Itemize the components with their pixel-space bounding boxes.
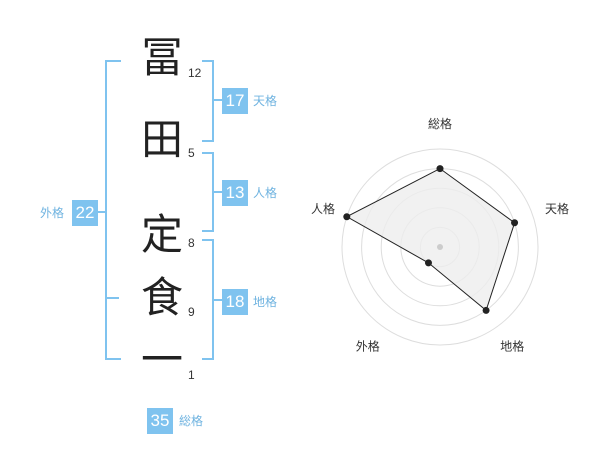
- jinkaku-connector: [212, 191, 222, 193]
- name-char-5: 一: [140, 335, 183, 384]
- radar-point-3: [482, 306, 490, 314]
- radar-axis-label-1: 総格: [428, 116, 452, 131]
- soukaku-label: 総格: [179, 414, 204, 428]
- radar-point-5: [343, 213, 351, 221]
- stroke-count-3: 8: [188, 236, 195, 250]
- jinkaku-value: 13: [222, 180, 248, 206]
- tenkaku-connector: [212, 99, 222, 101]
- stroke-count-5: 1: [188, 368, 195, 382]
- gaikaku-value: 22: [72, 200, 98, 226]
- name-char-4: 食: [140, 273, 183, 322]
- radar-point-1: [436, 165, 444, 173]
- radar-polygon: [345, 168, 516, 312]
- tenkaku-label: 天格: [253, 94, 278, 108]
- name-char-1: 冨: [140, 33, 183, 82]
- gaikaku-label: 外格: [40, 206, 65, 220]
- gaikaku-bracket: [105, 60, 121, 360]
- radar-point-2: [511, 219, 519, 227]
- stroke-count-1: 12: [188, 66, 202, 80]
- chikaku-label: 地格: [253, 295, 278, 309]
- tenkaku-value: 17: [222, 88, 248, 114]
- stroke-count-4: 9: [188, 305, 195, 319]
- jinkaku-label: 人格: [253, 186, 278, 200]
- soukaku-value: 35: [147, 408, 173, 434]
- gaikaku-connector: [98, 211, 107, 213]
- stroke-count-2: 5: [188, 146, 195, 160]
- radar-ring-5: [341, 148, 539, 346]
- radar-axis-label-4: 外格: [356, 339, 380, 354]
- name-char-3: 定: [140, 210, 183, 259]
- radar-center-dot: [437, 244, 443, 250]
- chikaku-value: 18: [222, 289, 248, 315]
- chikaku-connector: [212, 299, 222, 301]
- radar-axis-label-2: 天格: [545, 201, 569, 216]
- radar-axis-label-3: 地格: [500, 339, 524, 354]
- radar-axis-label-5: 人格: [311, 201, 335, 216]
- name-char-2: 田: [140, 115, 183, 164]
- gaikaku-bracket-tick: [105, 297, 119, 299]
- tenkaku-bracket: [202, 60, 214, 142]
- radar-point-4: [424, 259, 432, 267]
